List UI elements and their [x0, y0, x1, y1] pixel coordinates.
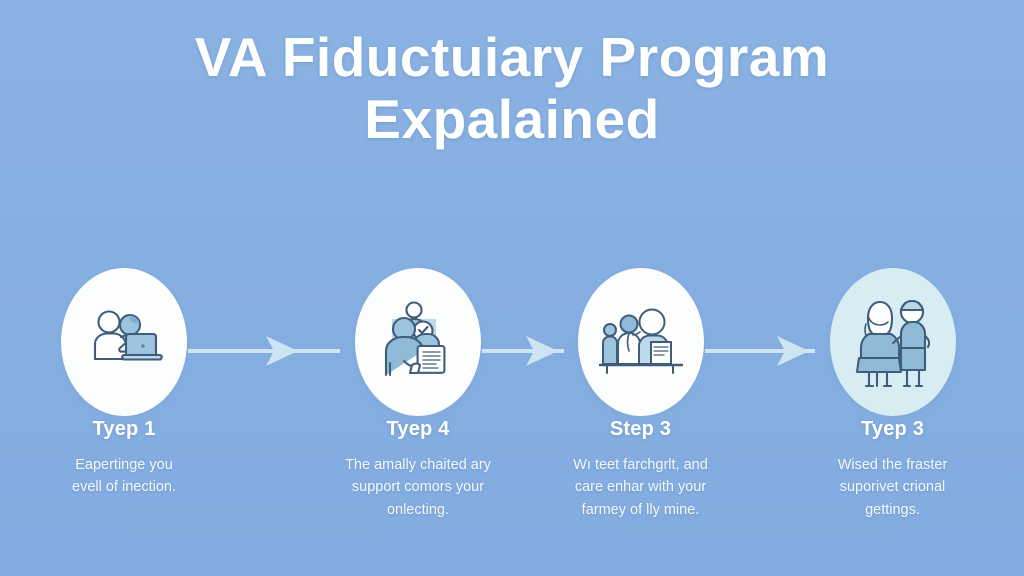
arrow-step3-to-step4	[705, 334, 829, 368]
right-arrow-icon	[482, 336, 564, 366]
step-node-4	[830, 268, 956, 418]
page-title: VA Fiductuiary Program Expalained	[0, 28, 1024, 149]
step-3-title: Step 3	[609, 418, 672, 440]
title-line-2: Expalained	[364, 88, 660, 151]
step-2-title: Tyep 4	[386, 418, 450, 440]
arrow-step1-to-step2	[188, 334, 354, 368]
step-1-title: Tyep 1	[92, 418, 156, 440]
people-at-desk-icon	[599, 308, 683, 374]
couple-standing-icon	[855, 299, 931, 388]
step-3-icon-circle	[578, 268, 704, 416]
right-arrow-icon	[188, 336, 340, 366]
step-node-3	[578, 268, 704, 418]
arrow-step2-to-step3	[482, 334, 577, 368]
step-flow	[0, 268, 1024, 428]
two-people-at-laptop-icon	[93, 310, 163, 361]
step-4-icon-circle	[830, 268, 956, 416]
title-line-1: VA Fiductuiary Program	[194, 26, 830, 88]
step-4-title: Tyep 3	[860, 418, 925, 440]
people-with-document-icon	[384, 301, 446, 377]
right-arrow-icon	[705, 336, 815, 366]
step-2-icon-circle	[355, 268, 481, 416]
step-node-1	[61, 268, 187, 418]
step-1-icon-circle	[61, 268, 187, 416]
step-node-2	[355, 268, 481, 418]
